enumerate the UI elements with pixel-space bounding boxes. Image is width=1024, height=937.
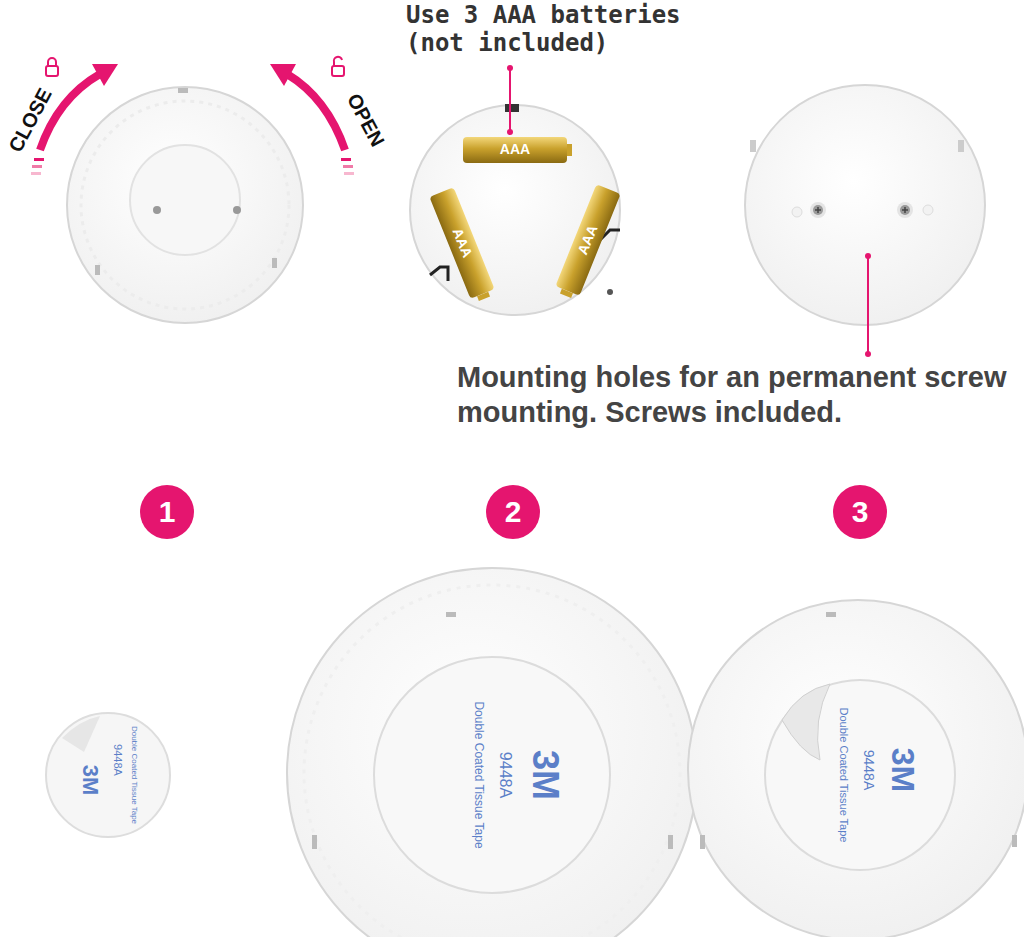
step-number-text: 1: [159, 497, 176, 527]
rotation-label: OPEN: [343, 90, 389, 150]
battery-label: AAA: [500, 142, 530, 157]
tape-text: Double Coated Tissue Tape: [130, 726, 139, 824]
tape-text: Double Coated Tissue Tape: [838, 708, 850, 843]
tape-code: 9448A: [860, 750, 875, 790]
mounting-note: Mounting holes for an permanent screw mo…: [457, 360, 1019, 430]
step-number: 3: [833, 485, 887, 539]
tape-code: 9448A: [496, 752, 514, 798]
step-number: 1: [140, 485, 194, 539]
rotation-label: CLOSE: [4, 84, 56, 155]
step-number: 2: [486, 485, 540, 539]
step-number-text: 3: [852, 497, 869, 527]
tape-text: Double Coated Tissue Tape: [471, 701, 484, 848]
tape-code: 9448A: [112, 744, 124, 776]
battery-note: Use 3 AAA batteries (not included): [406, 2, 716, 57]
tape-brand: 3M: [78, 765, 102, 796]
tape-brand: 3M: [884, 748, 919, 792]
tape-brand: 3M: [525, 750, 565, 800]
step-number-text: 2: [505, 497, 522, 527]
